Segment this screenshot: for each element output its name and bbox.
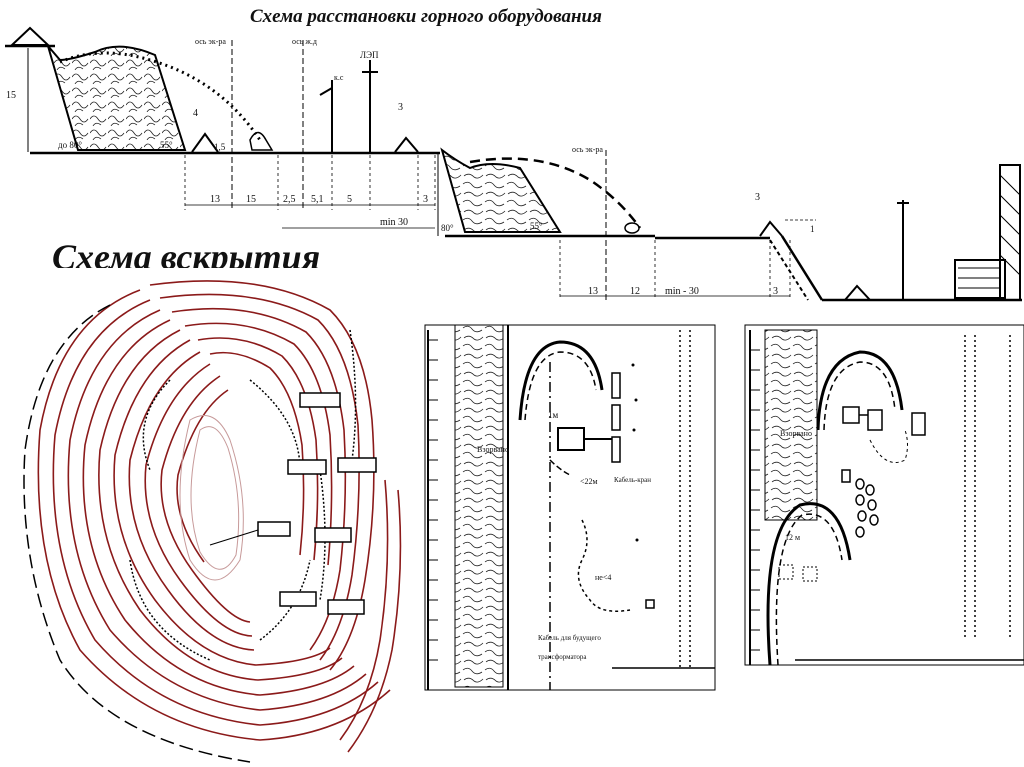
min-30-label: min 30 xyxy=(380,217,408,228)
lower-h-1-label: 1 xyxy=(810,224,815,234)
spiral-opening-scheme xyxy=(0,268,410,767)
excavator-block-2 xyxy=(287,459,327,475)
plan-right: Взорвано 12 м xyxy=(744,324,1024,666)
excavator-block-5 xyxy=(314,527,352,543)
dim-5: 5 xyxy=(347,194,352,205)
lower-dim-13: 13 xyxy=(588,286,598,297)
power-line-label: ЛЭП xyxy=(360,50,379,60)
h-1-5-label: 1,5 xyxy=(214,142,226,152)
upper-profile: 15 до 80° 55° 4 1,5 ось эк-ра ось ж.д к.… xyxy=(5,26,440,229)
dim-2-5: 2,5 xyxy=(283,194,296,205)
lower-gap-3-label: 3 xyxy=(755,192,760,203)
dim-5-1: 5,1 xyxy=(311,194,324,205)
cable-note-1: Кабель для будущего xyxy=(538,634,601,642)
dim-15: 15 xyxy=(246,194,256,205)
drill-rig-icon xyxy=(954,164,1021,301)
rock-pile xyxy=(47,45,187,151)
lower-min-30: min - 30 xyxy=(665,286,699,297)
gap-3-label: 3 xyxy=(398,102,403,113)
gap-4-label: 4 xyxy=(193,108,198,119)
lower-profile: 80° 55° ось эк-ра 13 12 min - 30 3 3 1 xyxy=(437,145,1022,302)
blast-envelope xyxy=(59,51,262,141)
cable-note-2: трансформатора xyxy=(538,653,587,661)
dim-3: 3 xyxy=(423,194,428,205)
dim-13: 13 xyxy=(210,194,220,205)
excavator-block-6 xyxy=(279,591,317,607)
axis-excavator-label: ось эк-ра xyxy=(195,37,226,46)
gap-12m-label: 12 м xyxy=(785,533,800,542)
lower-rock-pile xyxy=(440,147,562,233)
lower-dim-12: 12 xyxy=(630,286,640,297)
excavator-icon xyxy=(249,131,274,151)
right-blast-label: Взорвано xyxy=(780,429,812,438)
lower-dim-3: 3 xyxy=(773,286,778,297)
contact-mast-label: к.с xyxy=(334,73,344,82)
excavator-block-3 xyxy=(337,457,377,473)
diagram-title: Схема расстановки горного оборудования xyxy=(250,6,602,27)
slope-left-label: до 80° xyxy=(58,140,82,150)
survey-mark-icon xyxy=(9,26,51,46)
excavator-rect-icon xyxy=(557,427,585,451)
plan-middle: Взорвано 1м <22м Кабель-кран не<4 Кабель… xyxy=(424,324,716,691)
lower-slope-left: 80° xyxy=(441,223,454,233)
lower-slope-right: 55° xyxy=(530,221,543,231)
dist-22-label: <22м xyxy=(580,477,598,486)
slope-right-label: 55° xyxy=(160,140,173,150)
excavator-block-4 xyxy=(257,521,291,537)
dist-4-label: не<4 xyxy=(595,573,611,582)
cable-crane-label: Кабель-кран xyxy=(614,476,651,484)
spiral-outer-boundary xyxy=(23,304,251,763)
axis-rail-label: ось ж.д xyxy=(292,37,317,46)
excavator-block-7 xyxy=(327,599,365,615)
gap-1m-label: 1м xyxy=(548,410,559,420)
excavator-block-1 xyxy=(299,392,341,408)
lower-axis-excavator-label: ось эк-ра xyxy=(572,145,603,154)
height-label: 15 xyxy=(6,90,16,101)
middle-face-arc xyxy=(518,340,604,421)
middle-blast-label: Взорвано xyxy=(477,445,509,454)
